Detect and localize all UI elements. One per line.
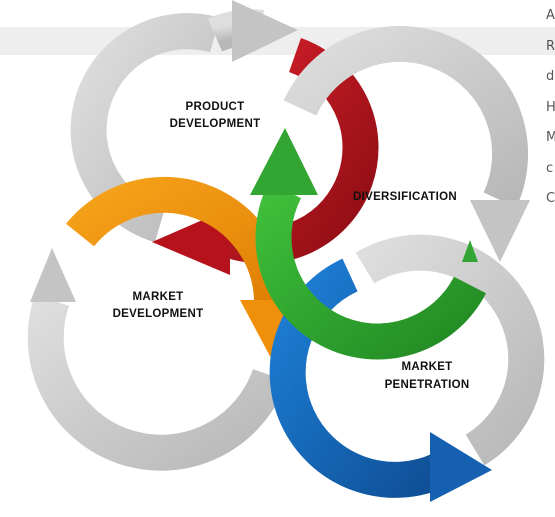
- diversification-label: DIVERSIFICATION: [353, 191, 457, 203]
- penetration-gray-arc: [355, 234, 545, 466]
- side-letter: H: [546, 99, 555, 115]
- market-penetration-ring: [269, 234, 545, 502]
- green-tail-tip: [462, 240, 478, 262]
- product-gray-arrowhead: [232, 0, 298, 62]
- penetration-label-line2: PENETRATION: [385, 379, 470, 391]
- market-dev-gray-arc: [27, 294, 288, 471]
- green-connector-ring: [250, 128, 486, 360]
- market-dev-label-line1: MARKET: [133, 291, 184, 303]
- diversification-gray-arc: [283, 26, 528, 208]
- clipped-side-text: A R d H M c C: [546, 8, 555, 222]
- side-letter: M: [546, 130, 555, 145]
- penetration-blue-arrowhead: [430, 432, 492, 502]
- green-arc: [255, 181, 486, 360]
- side-letter: C: [546, 191, 555, 206]
- penetration-label-line1: MARKET: [402, 361, 453, 373]
- diversification-gray-arrowhead: [470, 200, 530, 262]
- product-dev-label-line1: PRODUCT: [186, 101, 245, 113]
- market-dev-gray-arrowhead: [30, 248, 76, 302]
- side-letter: A: [546, 8, 555, 23]
- diversification-ring: [283, 26, 530, 262]
- side-letter: c: [546, 160, 554, 176]
- side-letter: R: [546, 38, 555, 54]
- market-dev-label-line2: DEVELOPMENT: [113, 308, 204, 320]
- side-letter: d: [546, 69, 555, 84]
- green-arrowhead: [250, 128, 318, 195]
- product-dev-label-line2: DEVELOPMENT: [170, 118, 261, 130]
